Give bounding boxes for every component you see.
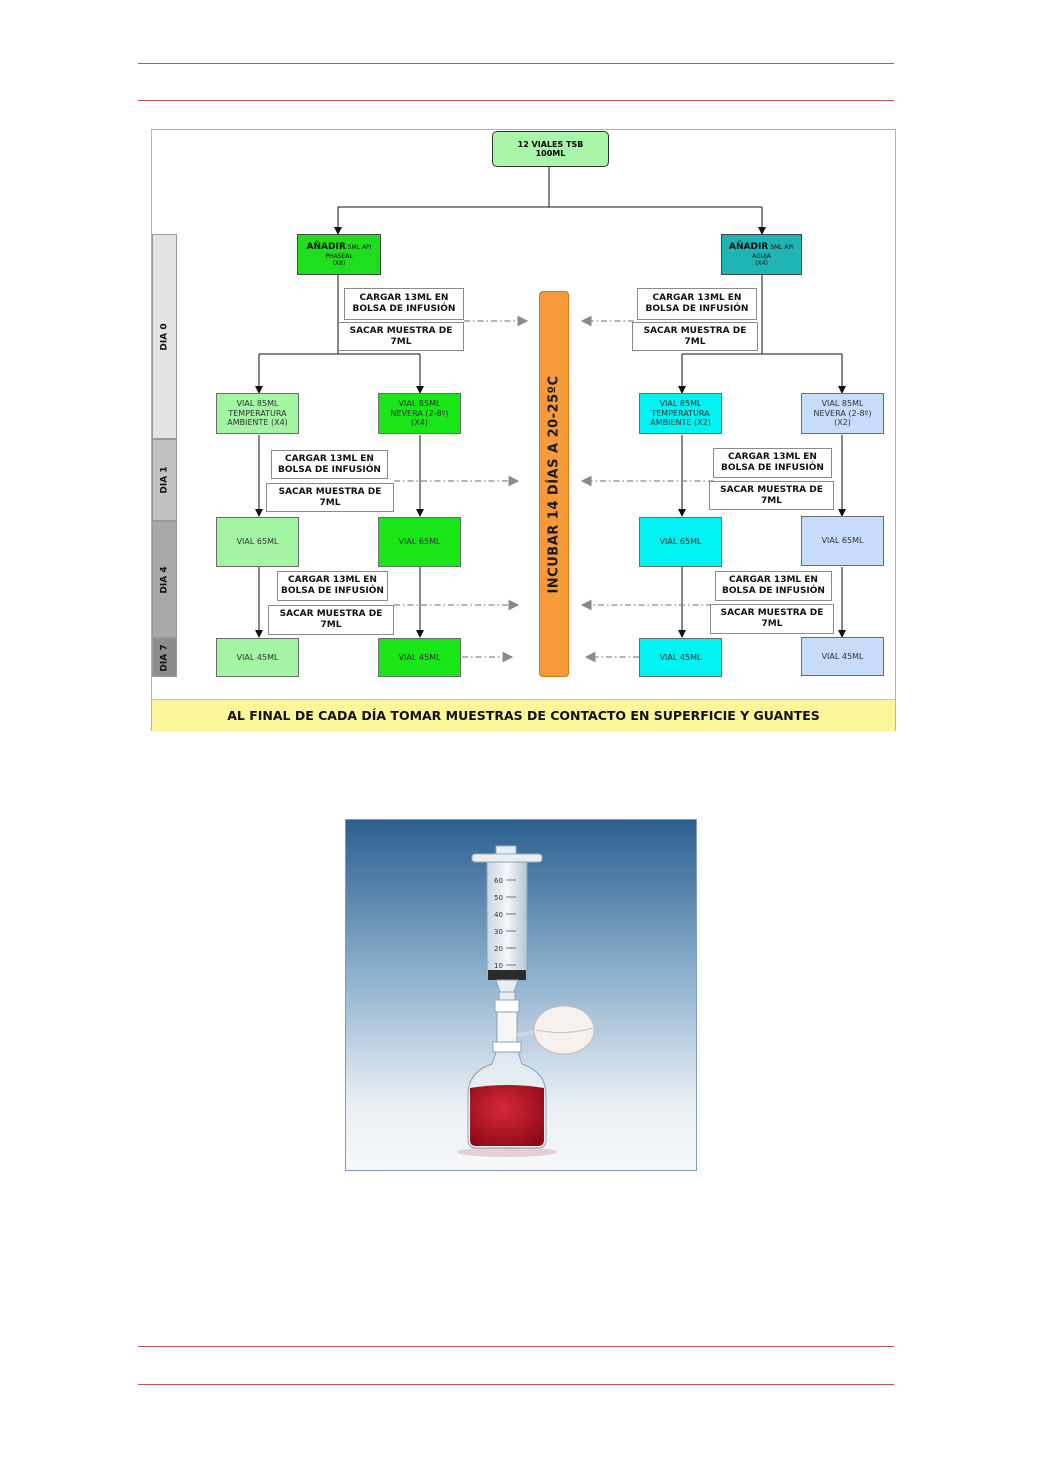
add-api-aguja: AÑADIR 5ML API AGUJA (X4) (721, 234, 802, 275)
vial-45ml-ambient-right: VIAL 45ML (639, 638, 722, 677)
scale-40: 40 (494, 911, 503, 919)
day-label-4: DIA 4 (152, 521, 177, 638)
flowchart: DIA 0 DIA 1 DIA 4 DIA 7 12 VIALES TSB 10… (151, 129, 896, 731)
footer-note: AL FINAL DE CADA DÍA TOMAR MUESTRAS DE C… (152, 699, 895, 731)
sacar-step-d4-left: SACAR MUESTRA DE 7ML (268, 605, 394, 635)
cargar-step-d4-right: CARGAR 13ML EN BOLSA DE INFUSIÓN (715, 571, 832, 601)
vial-65ml-ambient-left: VIAL 65ML (216, 517, 299, 567)
sacar-step-d0-left: SACAR MUESTRA DE 7ML (338, 322, 464, 351)
cargar-step-d4-left: CARGAR 13ML EN BOLSA DE INFUSIÓN (277, 571, 388, 601)
vial-65ml-ambient-right: VIAL 65ML (639, 517, 722, 567)
scale-60: 60 (494, 877, 503, 885)
vial-85ml-ambient-left: VIAL 85ML TEMPERATURA AMBIENTE (X4) (216, 393, 299, 434)
scale-50: 50 (494, 894, 503, 902)
vial-65ml-fridge-left: VIAL 65ML (378, 517, 461, 567)
scale-10: 10 (494, 962, 503, 970)
day-label-1: DIA 1 (152, 439, 177, 521)
syringe-vial-illustration: 10 20 30 40 50 60 (346, 820, 696, 1170)
syringe-vial-photo: 10 20 30 40 50 60 (345, 819, 697, 1171)
vial-65ml-fridge-right: VIAL 65ML (801, 516, 884, 566)
scale-30: 30 (494, 928, 503, 936)
start-box: 12 VIALES TSB 100ML (492, 131, 609, 167)
vial-45ml-fridge-right: VIAL 45ML (801, 637, 884, 676)
vial-45ml-fridge-left: VIAL 45ML (378, 638, 461, 677)
cargar-step-d1-right: CARGAR 13ML EN BOLSA DE INFUSIÓN (713, 448, 832, 478)
footer-rule-bottom (138, 1384, 894, 1385)
footer-rule-top (138, 1346, 894, 1347)
vial-45ml-ambient-left: VIAL 45ML (216, 638, 299, 677)
add-api-phaseal: AÑADIR 5ML API PHASEAL (X8) (297, 234, 381, 275)
header-rule-top (138, 63, 894, 64)
scale-20: 20 (494, 945, 503, 953)
sacar-step-d4-right: SACAR MUESTRA DE 7ML (710, 604, 834, 634)
day-label-0: DIA 0 (152, 234, 177, 439)
sacar-step-d1-right: SACAR MUESTRA DE 7ML (709, 481, 834, 510)
header-rule-bottom (138, 100, 894, 101)
vial-85ml-fridge-left: VIAL 85ML NEVERA (2-8º) (X4) (378, 393, 461, 434)
vial-85ml-ambient-right: VIAL 85ML TEMPERATURA AMBIENTE (X2) (639, 393, 722, 434)
cargar-step-d0-left: CARGAR 13ML EN BOLSA DE INFUSIÓN (344, 288, 464, 320)
connector-lines (255, 167, 846, 663)
cargar-step-d0-right: CARGAR 13ML EN BOLSA DE INFUSIÓN (637, 288, 757, 320)
sacar-step-d1-left: SACAR MUESTRA DE 7ML (266, 483, 394, 512)
cargar-step-d1-left: CARGAR 13ML EN BOLSA DE INFUSIÓN (271, 450, 388, 479)
sacar-step-d0-right: SACAR MUESTRA DE 7ML (632, 322, 758, 351)
day-label-7: DIA 7 (152, 638, 177, 677)
incubation-bar: INCUBAR 14 DÍAS A 20-25ºC (539, 291, 569, 677)
vial-85ml-fridge-right: VIAL 85ML NEVERA (2-8º) (X2) (801, 393, 884, 434)
